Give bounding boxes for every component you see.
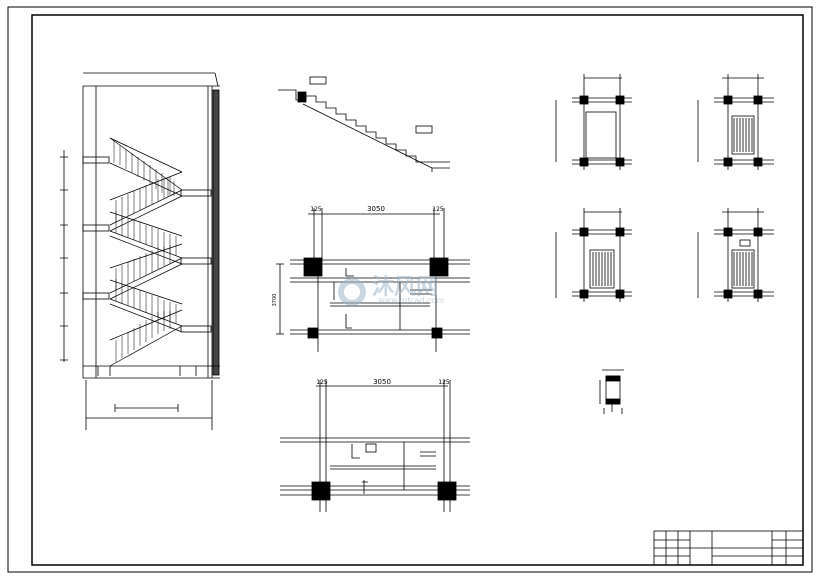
watermark-url: www.mfcad.com <box>378 296 444 305</box>
small-plan-r2c1 <box>555 208 632 302</box>
small-plan-r1c1 <box>555 74 632 170</box>
stair-plan-lower <box>280 380 470 512</box>
title-block <box>653 530 804 566</box>
watermark: 沐风网 www.mfcad.com <box>338 275 444 306</box>
plan-upper-left-offset-dim: 125 <box>310 206 322 213</box>
inner-border <box>31 14 804 566</box>
stair-flight-detail <box>278 76 450 172</box>
small-plan-r1c2 <box>697 74 774 170</box>
plan-upper-span-dim: 3050 <box>367 205 385 213</box>
plan-upper-right-offset-dim: 125 <box>432 206 444 213</box>
outer-border <box>7 6 813 573</box>
watermark-logo-text: 沐风网 <box>372 275 438 300</box>
plan-lower-left-offset-dim: 125 <box>316 379 328 386</box>
plan-upper-height-dim: 3700 <box>272 294 278 307</box>
stair-plan-upper <box>276 208 470 352</box>
watermark-logo-icon <box>338 278 366 306</box>
stair-section-elevation <box>60 72 220 430</box>
small-plan-r2c2 <box>697 208 774 302</box>
plan-lower-right-offset-dim: 125 <box>438 379 450 386</box>
plan-lower-span-dim: 3050 <box>373 378 391 386</box>
column-section-detail <box>599 369 624 414</box>
